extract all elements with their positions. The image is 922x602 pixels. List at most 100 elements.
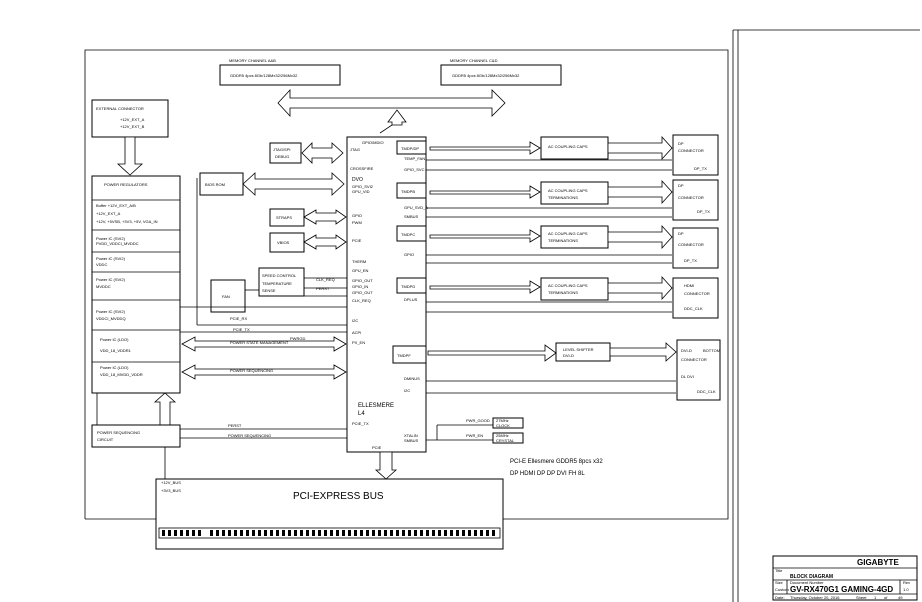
gpu-port-jtag: JTAG	[350, 147, 360, 152]
reg-row-2-b: PVDD_VDDCI_MVDDC	[96, 241, 139, 246]
pcie-gold-fingers	[162, 530, 495, 536]
external-to-regulator-arrow	[116, 136, 144, 176]
pcie-finger	[336, 530, 339, 536]
pcie-finger	[186, 530, 189, 536]
gpu-mid-15: DMINUS	[404, 376, 420, 381]
pcie-finger	[438, 530, 441, 536]
power-seq-line-1: POWER SEQUENCING	[97, 430, 140, 435]
title-block-rev: 1.0	[903, 587, 909, 592]
conn-4-type: HDMI	[684, 283, 694, 288]
conn-5-pos: BOTTOM	[703, 348, 720, 353]
straps-label: STRAPS	[276, 215, 292, 220]
frame	[84, 29, 920, 602]
crystal-sig-label: PWR_EN	[466, 433, 483, 438]
clock-line-2: CLOCK	[496, 423, 510, 428]
reg-row-3-a: Power IC (SVI2)	[96, 256, 126, 261]
reg-row-2-a: Power IC (SVI2)	[96, 236, 126, 241]
pcie-finger	[360, 530, 363, 536]
vbios-arrow	[303, 234, 347, 250]
external-connector-line-2: +12V_EXT_B	[120, 124, 145, 129]
external-connector-line-1: +12V_EXT_A	[120, 117, 145, 122]
gpu-port-gpio-mdio: GPIO/MDIO	[362, 140, 384, 145]
title-block-size-label: Size	[775, 580, 784, 585]
conn-1-sig: DP_TX	[694, 166, 707, 171]
ac-cap-4-sub: TERMINATIONS	[548, 290, 578, 295]
pcie-bus: PCI-EXPRESS BUS +12V_BUS +3V3_BUS	[155, 478, 504, 550]
phy-b: TMDPB	[401, 189, 415, 194]
vbios-box: VBIOS	[269, 232, 305, 253]
pcie-finger	[318, 530, 321, 536]
pcie-finger	[270, 530, 273, 536]
pcie-finger	[432, 530, 435, 536]
straps-box: STRAPS	[269, 208, 305, 227]
pcie-finger	[330, 530, 333, 536]
conn-5-label: CONNECTOR	[681, 357, 707, 362]
pcie-finger	[372, 530, 375, 536]
pcie-finger	[444, 530, 447, 536]
pcie-bus-title: PCI-EXPRESS BUS	[293, 491, 384, 502]
clock-sig-label: PWR_GOOD	[466, 418, 490, 423]
title-block-sheet-label: Sheet	[856, 595, 867, 600]
gpu-mid-5: GPIO_OUT	[352, 278, 373, 283]
jtag-box: JTAG/SPI DEBUG	[269, 142, 302, 164]
title-block-date: Thursday, October 20, 2016	[790, 595, 840, 600]
pcie-finger	[492, 530, 495, 536]
clock-line-1: 27MHz	[496, 418, 509, 423]
pcie-finger	[210, 530, 213, 536]
title-block-company: GIGABYTE	[857, 558, 899, 567]
pcie-finger	[462, 530, 465, 536]
bus-label-7: CLK_REQ	[316, 277, 335, 282]
pcie-finger	[246, 530, 249, 536]
title-block-title-label: Title	[775, 568, 783, 573]
conn-5-type: DVI-D	[681, 348, 692, 353]
pcie-finger	[426, 530, 429, 536]
gpu-mid-10: GPIO_SVC	[404, 167, 425, 172]
rom-box: BIOS ROM	[199, 172, 244, 196]
title-block-sheet: 1	[874, 595, 877, 600]
clock-box: 27MHz CLOCK	[492, 417, 524, 429]
pcie-finger	[180, 530, 183, 536]
conn-4-sig: DDC_CLK	[684, 306, 703, 311]
pcie-finger	[168, 530, 171, 536]
regulator-vertical-arrows	[96, 392, 177, 427]
pcie-finger	[192, 530, 195, 536]
pcie-finger	[288, 530, 291, 536]
speed-control-line-2: TEMPERATURE	[262, 281, 292, 286]
conn-1-label: CONNECTOR	[678, 148, 704, 153]
pcie-finger	[252, 530, 255, 536]
memory-channel-left: MEMORY CHANNEL A&B GDDR5 4pcs 8Gb/128Mx3…	[219, 58, 341, 86]
bus-label-1: PCIE_TX	[233, 327, 250, 332]
gpu-mid-2: GPU_VID	[352, 189, 370, 194]
gpu-port-dvo: DVO	[352, 177, 363, 183]
ac-cap-5-label: LEVEL SHIFTER	[563, 347, 594, 352]
memory-channel-right: MEMORY CHANNEL C&D GDDR5 4pcs 8Gb/128Mx3…	[440, 58, 562, 86]
bus-label-3: PWRGD	[290, 336, 305, 341]
reg-row-3-b: VDDC	[96, 262, 107, 267]
ac-cap-5-sub: DVI-D	[563, 353, 574, 358]
reg-row-5-a: Power IC (SVI2)	[96, 309, 126, 314]
pcie-finger	[264, 530, 267, 536]
gpu-port-gpio: GPIO	[352, 213, 362, 218]
rom-label: BIOS ROM	[205, 182, 225, 187]
gpu-port-xtalin: XTALIN	[404, 433, 418, 438]
pcie-finger	[276, 530, 279, 536]
ac-cap-2-label: AC COUPLING CAPS	[548, 188, 588, 193]
title-block-doc-label: Document Number	[790, 580, 824, 585]
pcie-finger	[414, 530, 417, 536]
pcie-rail-2: +3V3_BUS	[161, 488, 181, 493]
gpu-port-pcie-tx: PCIE_TX	[352, 421, 369, 426]
pcie-finger	[366, 530, 369, 536]
display-link-arrows	[426, 135, 677, 394]
gpu-bottom-label: PCIE	[372, 445, 382, 450]
pcie-finger	[234, 530, 237, 536]
external-connector-title: EXTERNAL CONNECTOR	[96, 106, 144, 111]
gpu-mid-9: TEMP_FAN	[404, 156, 425, 161]
gpu-mid-1: GPIO_SVI2	[352, 184, 374, 189]
crystal-line-1: 25MHz	[496, 433, 509, 438]
conn-5-sub: DL DVI	[681, 374, 694, 379]
pcie-finger	[456, 530, 459, 536]
bus-label-8: PERST	[316, 286, 330, 291]
ac-cap-2-sub: TERMINATIONS	[548, 195, 578, 200]
gpu-port-crossfire: CROSSFIRE	[350, 166, 374, 171]
title-block-doc-number: GV-RX470G1 GAMING-4GD	[790, 585, 893, 594]
